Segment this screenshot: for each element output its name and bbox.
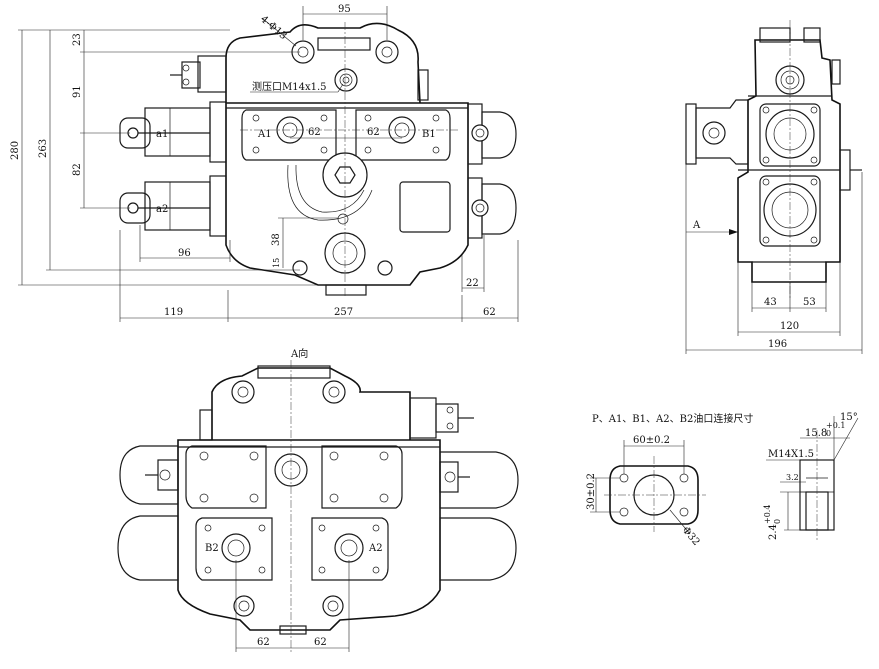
port-label-a2: a2 — [156, 204, 168, 215]
port-label-A1: A1 — [257, 129, 272, 140]
dim-62-right: 62 — [367, 127, 380, 138]
dim-62-bottom: 62 — [483, 307, 496, 318]
dim-95: 95 — [338, 4, 351, 15]
dim-38: 38 — [271, 233, 282, 246]
dim-43: 43 — [764, 297, 777, 308]
dim-263: 263 — [38, 139, 49, 158]
dim-120: 120 — [780, 321, 799, 332]
flange-width-dim: 60±0.2 — [633, 435, 670, 446]
flange-height-dim: 30±0.2 — [586, 473, 597, 510]
view-a-title: A向 — [290, 347, 308, 360]
port-label-a1: a1 — [156, 129, 168, 140]
dim-257: 257 — [334, 307, 353, 318]
thread-bottom-dim: 2.4 — [768, 524, 779, 540]
thread-small-dim: 3.2 — [786, 473, 799, 482]
thread-depth-tol-low: 0 — [826, 429, 831, 438]
port-label-B2: B2 — [205, 543, 219, 554]
front-view: a1 a2 A1 B1 4-Φ13 测压口M14x1.5 95 280 263 … — [10, 4, 519, 322]
view-arrow-label: A — [692, 220, 701, 231]
dim-62-b: 62 — [314, 637, 327, 648]
flange-detail-title: P、A1、B1、A2、B2油口连接尺寸 — [592, 412, 753, 425]
dim-22: 22 — [466, 278, 479, 289]
port-label-A2: A2 — [368, 543, 383, 554]
thread-bottom-tol: +0.4 — [763, 505, 772, 524]
bottom-view: A向 B2 A2 — [117, 347, 519, 652]
dim-15: 15 — [272, 258, 281, 268]
dim-62-a: 62 — [257, 637, 270, 648]
dim-53: 53 — [803, 297, 816, 308]
dim-119: 119 — [164, 307, 183, 318]
dim-280: 280 — [10, 141, 21, 160]
port-label-B1: B1 — [422, 129, 436, 140]
flange-diameter: Φ32 — [680, 525, 702, 548]
flange-detail: P、A1、B1、A2、B2油口连接尺寸 Φ32 60±0.2 30±0.2 — [586, 412, 753, 548]
thread-angle: 15° — [840, 412, 858, 423]
thread-bottom-tol-low: 0 — [773, 519, 782, 524]
thread-spec: M14X1.5 — [768, 449, 814, 460]
dim-196: 196 — [768, 339, 787, 350]
thread-depth: 15.8 — [805, 428, 827, 439]
side-view: A 43 53 120 196 — [685, 20, 863, 354]
dim-91: 91 — [72, 85, 83, 98]
dim-82: 82 — [72, 163, 83, 176]
port-note: 测压口M14x1.5 — [252, 80, 327, 93]
dim-23: 23 — [72, 33, 83, 46]
hole-callout: 4-Φ13 — [258, 14, 289, 42]
dim-62-left: 62 — [308, 127, 321, 138]
thread-detail: 15° 15.8 +0.1 0 M14X1.5 3.2 2.4 +0.4 0 — [763, 412, 859, 540]
thread-depth-tol: +0.1 — [826, 421, 845, 430]
dim-96: 96 — [178, 248, 191, 259]
